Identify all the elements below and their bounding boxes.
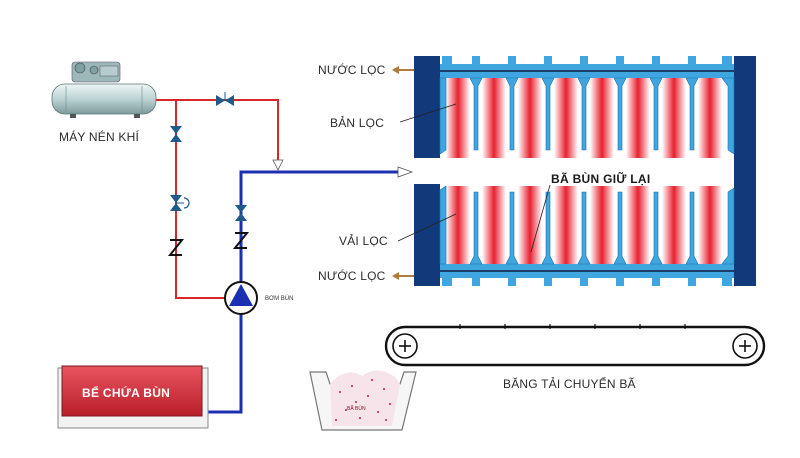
flexible-joint-icon bbox=[167, 239, 185, 256]
pulley-plus-icon bbox=[732, 333, 758, 359]
flexible-joint-icon bbox=[232, 232, 250, 249]
filtrate-arrow-icon bbox=[392, 272, 414, 280]
sludge-inlet-arrow-icon bbox=[397, 166, 414, 178]
sludge-tank-label: BỂ CHỨA BÙN bbox=[82, 386, 171, 400]
air-line-arrow-icon bbox=[272, 159, 284, 171]
filter-cloth-label: VẢI LỌC bbox=[339, 234, 388, 248]
moving-head bbox=[734, 56, 756, 286]
filtrate-top-label: NƯỚC LỌC bbox=[318, 63, 386, 77]
filtrate-bottom-label: NƯỚC LỌC bbox=[318, 269, 386, 283]
leader-lines bbox=[397, 103, 551, 253]
pulley-plus-icon bbox=[392, 333, 418, 359]
sludge-line bbox=[204, 170, 398, 414]
sludge-tank bbox=[57, 365, 209, 429]
butterfly-valve-icon bbox=[235, 205, 247, 221]
filtrate-arrow-icon bbox=[392, 66, 414, 74]
sludge-pump-label: BƠM BÙN bbox=[265, 296, 294, 302]
retained-sludge-label: BÃ BÙN GIỮ LẠI bbox=[551, 172, 651, 186]
butterfly-valve-icon bbox=[216, 92, 234, 106]
conveyor-belt bbox=[384, 324, 766, 367]
air-compressor-icon bbox=[51, 61, 157, 118]
butterfly-valve-icon bbox=[170, 126, 182, 142]
conveyor-label: BĂNG TẢI CHUYỂN BÃ bbox=[503, 377, 636, 391]
pump-icon bbox=[224, 281, 258, 315]
cake-bin-label: BÃ BÙN bbox=[347, 406, 366, 412]
check-valve-icon bbox=[170, 195, 190, 211]
cake-bin bbox=[309, 370, 417, 431]
filter-press bbox=[414, 56, 756, 286]
compressor-label: MÁY NÉN KHÍ bbox=[59, 130, 139, 144]
filter-plate-label: BẢN LỌC bbox=[330, 116, 385, 130]
air-line bbox=[156, 99, 279, 299]
